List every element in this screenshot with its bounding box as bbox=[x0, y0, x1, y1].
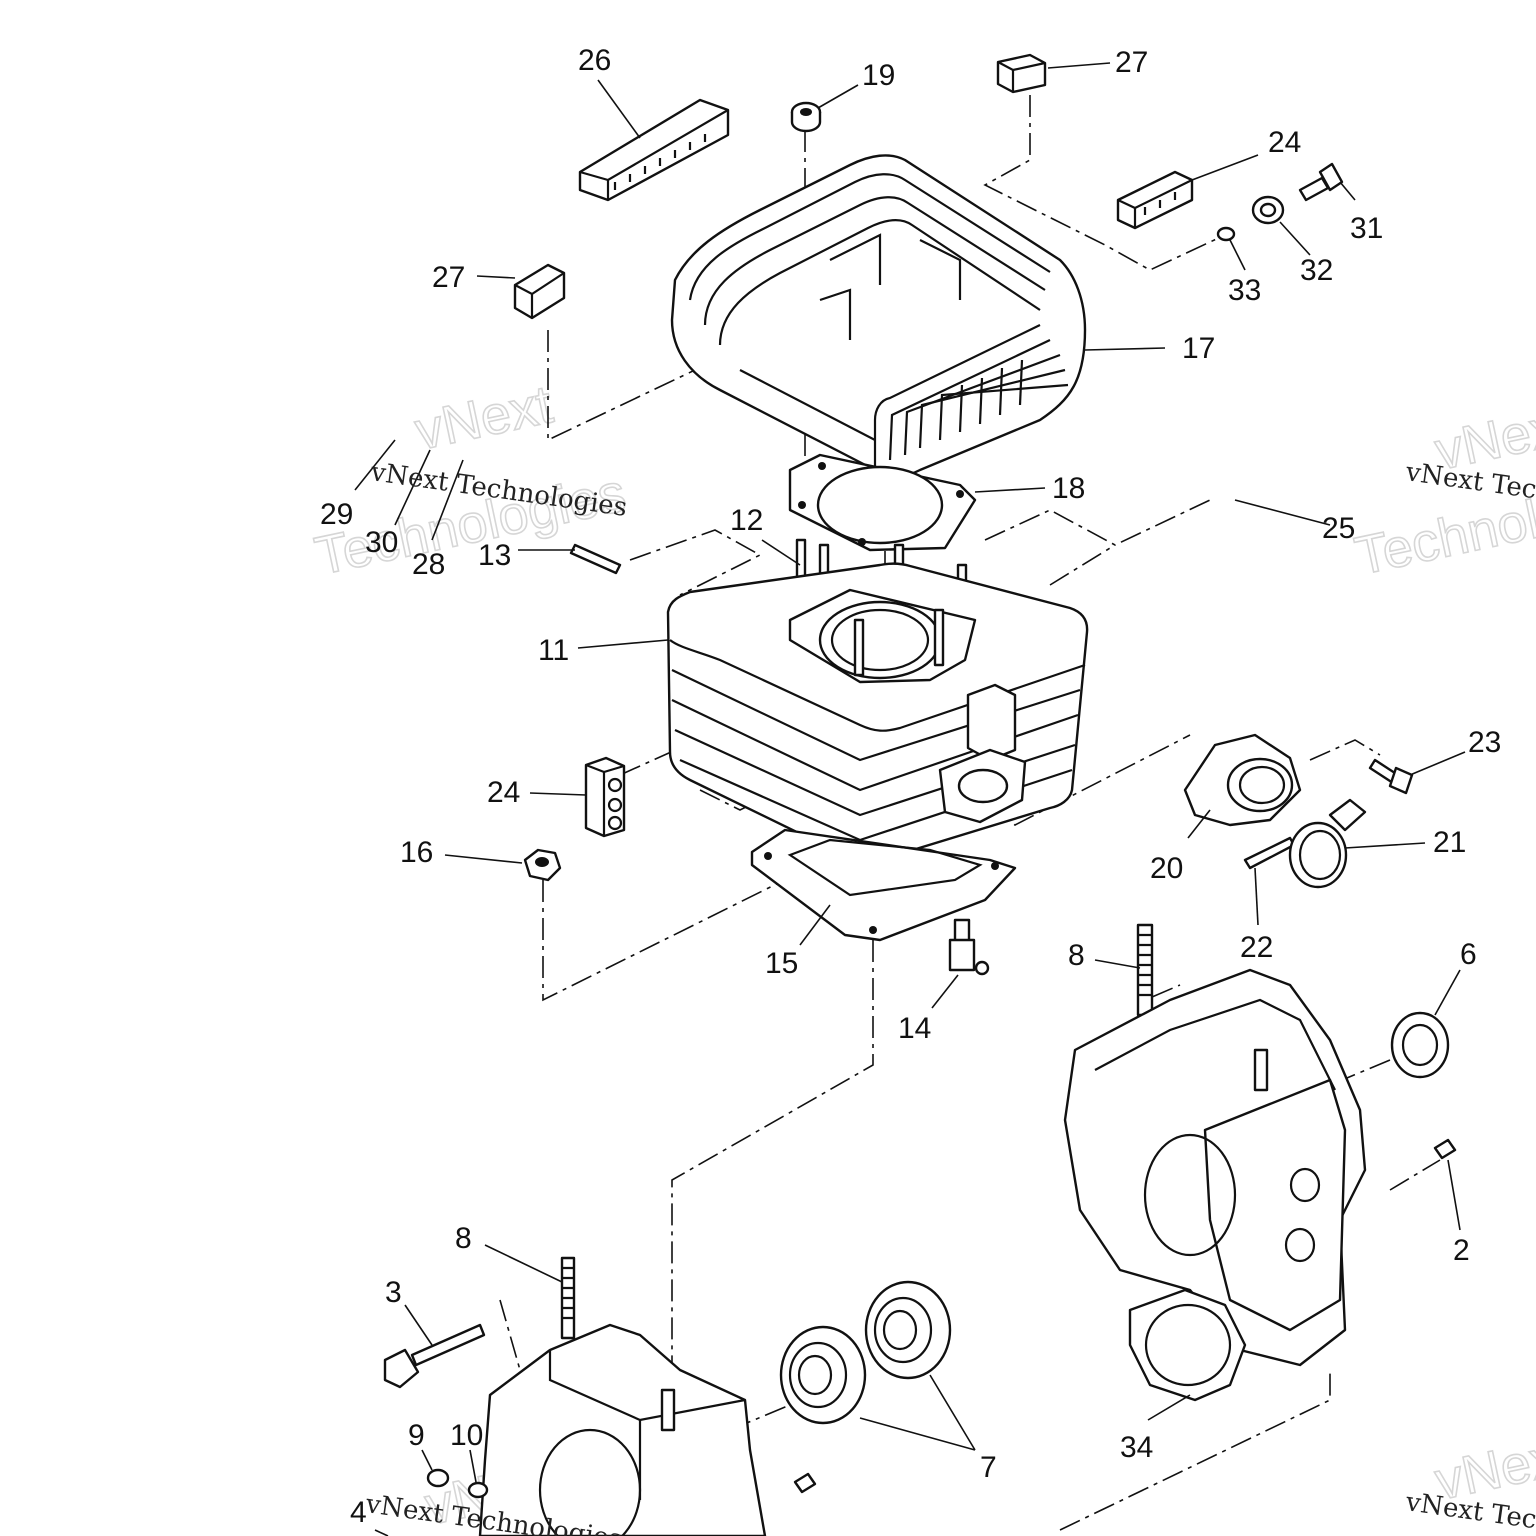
callout-20: 20 bbox=[1150, 852, 1183, 885]
part-27-block-left bbox=[513, 263, 566, 320]
part-2-dowel bbox=[1433, 1138, 1457, 1160]
callout-25: 25 bbox=[1322, 512, 1355, 545]
callout-24-lower: 24 bbox=[487, 776, 520, 809]
part-21-clamp bbox=[1288, 798, 1367, 889]
callout-17: 17 bbox=[1182, 332, 1215, 365]
callout-26: 26 bbox=[578, 44, 611, 77]
callout-22: 22 bbox=[1240, 931, 1273, 964]
part-crankcase-right bbox=[1063, 968, 1367, 1367]
part-11-cylinder bbox=[666, 562, 1089, 863]
callout-29: 29 bbox=[320, 498, 353, 531]
part-crankcase-left bbox=[478, 1323, 767, 1536]
part-18-head-gasket bbox=[788, 453, 977, 552]
callout-27-upper: 27 bbox=[1115, 46, 1148, 79]
callout-33: 33 bbox=[1228, 274, 1261, 307]
part-15-base-gasket bbox=[750, 828, 1017, 942]
watermark-outline-vnext-1: vNext bbox=[410, 374, 558, 461]
part-3-bolt bbox=[383, 1323, 486, 1389]
part-7-bearing-1 bbox=[779, 1325, 867, 1425]
part-19-nut bbox=[790, 101, 822, 133]
callout-13: 13 bbox=[478, 539, 511, 572]
part-33-washer bbox=[1216, 226, 1236, 242]
part-8-stud-left bbox=[560, 1256, 576, 1340]
part-31-bolt bbox=[1298, 162, 1344, 202]
callout-12: 12 bbox=[730, 504, 763, 537]
callout-2: 2 bbox=[1453, 1234, 1470, 1267]
part-32-grommet bbox=[1251, 195, 1285, 225]
callout-23: 23 bbox=[1468, 726, 1501, 759]
callout-32: 32 bbox=[1300, 254, 1333, 287]
callout-11: 11 bbox=[538, 634, 569, 667]
part-16-nut bbox=[523, 848, 562, 882]
callout-7: 7 bbox=[980, 1451, 997, 1484]
callout-8-right: 8 bbox=[1068, 939, 1085, 972]
callout-30: 30 bbox=[365, 526, 398, 559]
callout-24-upper: 24 bbox=[1268, 126, 1301, 159]
callout-16: 16 bbox=[400, 836, 433, 869]
callout-18: 18 bbox=[1052, 472, 1085, 505]
callout-34: 34 bbox=[1120, 1431, 1153, 1464]
callout-28: 28 bbox=[412, 548, 445, 581]
part-7-bearing-2 bbox=[864, 1280, 952, 1380]
callout-4: 4 bbox=[350, 1496, 367, 1529]
callout-15: 15 bbox=[765, 947, 798, 980]
part-9-10-fasteners bbox=[426, 1468, 489, 1499]
part-14-valve bbox=[948, 918, 990, 976]
part-23-bolt bbox=[1368, 758, 1414, 795]
leader-lines bbox=[354, 62, 1466, 1536]
part-20-intake-manifold bbox=[1183, 733, 1302, 827]
callout-9: 9 bbox=[408, 1419, 425, 1452]
part-34-gasket bbox=[1128, 1288, 1247, 1402]
part-26-fin-cover bbox=[578, 98, 730, 202]
part-22-screw bbox=[1243, 836, 1296, 870]
callout-31: 31 bbox=[1350, 212, 1383, 245]
callout-6: 6 bbox=[1460, 938, 1477, 971]
callout-3: 3 bbox=[385, 1276, 402, 1309]
callout-27-left: 27 bbox=[432, 261, 465, 294]
part-6-seal bbox=[1390, 1011, 1450, 1079]
callout-14: 14 bbox=[898, 1012, 931, 1045]
part-cylinder-exhaust-flange bbox=[938, 748, 1027, 824]
part-13-stud bbox=[569, 543, 622, 575]
callout-21: 21 bbox=[1433, 826, 1466, 859]
part-bottom-dowel bbox=[793, 1472, 817, 1494]
callout-numbers: 26 19 27 24 31 32 33 27 17 18 25 29 30 2… bbox=[320, 44, 1501, 1529]
part-8-stud-right bbox=[1136, 923, 1154, 1017]
part-17-cylinder-head bbox=[670, 154, 1087, 478]
part-24-block-upper bbox=[1116, 170, 1194, 230]
callout-8-left: 8 bbox=[455, 1222, 472, 1255]
callout-10: 10 bbox=[450, 1419, 483, 1452]
part-24-block-lower bbox=[584, 756, 626, 838]
callout-19: 19 bbox=[862, 59, 895, 92]
part-27-block-upper bbox=[996, 53, 1047, 94]
